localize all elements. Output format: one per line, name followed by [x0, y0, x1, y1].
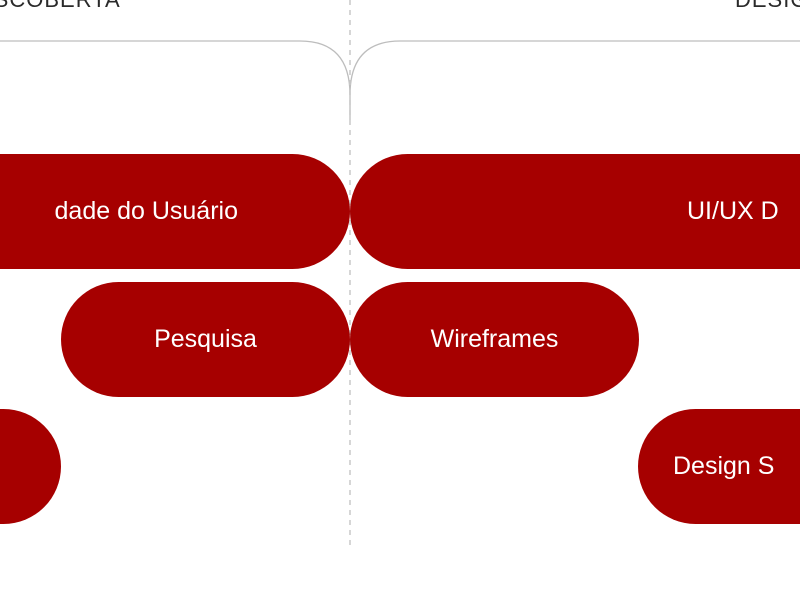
phase-label-design: DESIG [735, 0, 800, 11]
item-label: UI/UX D [687, 197, 779, 225]
item-label: Design S [673, 452, 775, 480]
item-label: dade do Usuário [54, 197, 238, 225]
item-necessidade-do-usuario: dade do Usuário [0, 154, 350, 269]
bracket-right [349, 40, 800, 96]
item-label: Pesquisa [154, 325, 257, 353]
item-pesquisa: Pesquisa [61, 282, 350, 397]
bracket-left [0, 40, 351, 120]
item-label: Wireframes [430, 325, 559, 353]
item-ui-ux-design: UI/UX D [350, 154, 800, 269]
item-design-system: Design S [638, 409, 800, 524]
item-wireframes: Wireframes [350, 282, 639, 397]
phase-label-descoberta: ESCOBERTA [0, 0, 121, 11]
